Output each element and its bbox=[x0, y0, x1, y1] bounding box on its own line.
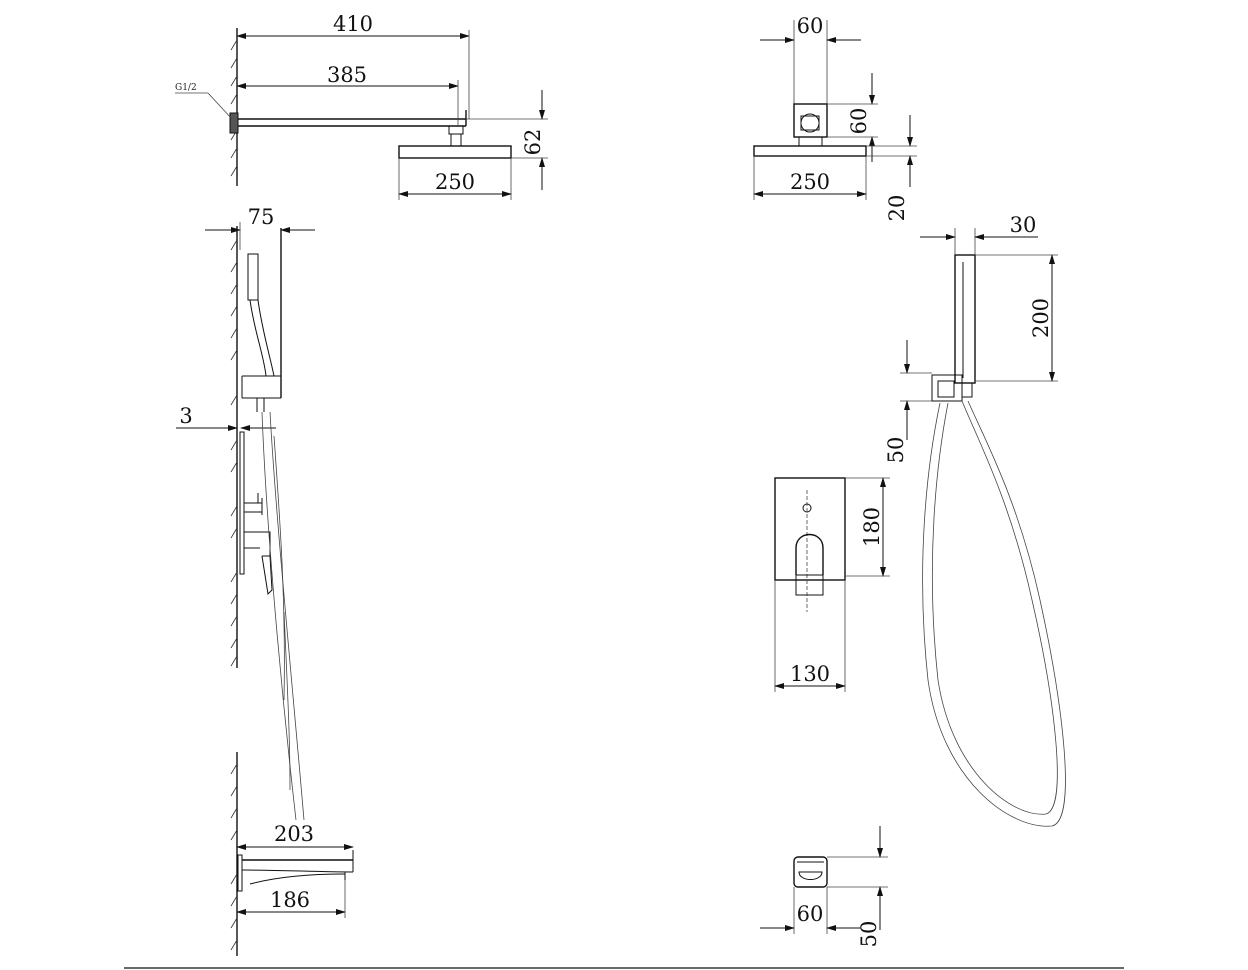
dim-label-180: 180 bbox=[860, 507, 884, 547]
dim-label-203: 203 bbox=[274, 822, 314, 846]
dim-label-410: 410 bbox=[333, 12, 373, 36]
dim-wall-gap: 3 bbox=[176, 404, 276, 431]
dim-head-thickness: 20 bbox=[866, 115, 917, 221]
dim-holder-width: 30 bbox=[920, 213, 1038, 240]
thread-label: G1/2 bbox=[175, 83, 197, 93]
dim-label-62: 62 bbox=[521, 129, 545, 156]
dim-holder-height: 200 bbox=[975, 254, 1058, 382]
hose-side-view bbox=[261, 411, 305, 821]
dim-label-250-side: 250 bbox=[435, 170, 475, 194]
dim-plate-height: 180 bbox=[845, 477, 890, 577]
dim-head-width-side: 250 bbox=[398, 158, 512, 200]
dim-label-50-spout: 50 bbox=[857, 921, 881, 948]
dim-spout-outlet: 186 bbox=[236, 880, 346, 918]
dim-label-186: 186 bbox=[270, 888, 310, 912]
dim-spout-width: 60 bbox=[760, 902, 861, 931]
dim-label-200: 200 bbox=[1029, 298, 1053, 338]
dim-label-385: 385 bbox=[327, 63, 367, 87]
dim-head-width-front: 250 bbox=[753, 156, 867, 200]
dim-spout-height: 50 bbox=[827, 826, 888, 947]
hose-loop bbox=[922, 400, 1066, 827]
dim-plate-width: 130 bbox=[774, 662, 846, 689]
wall-bottom-left bbox=[230, 752, 238, 956]
wall-middle-left bbox=[230, 226, 238, 668]
dim-label-60-side: 60 bbox=[847, 108, 871, 135]
dim-label-60-spout: 60 bbox=[797, 902, 824, 926]
dim-arm-total: 410 bbox=[236, 12, 470, 119]
dim-spout-length: 203 bbox=[236, 822, 354, 850]
dim-label-30: 30 bbox=[1010, 213, 1037, 237]
mixer-side-view bbox=[239, 431, 273, 596]
spout-side-view bbox=[237, 850, 354, 892]
dim-label-50-elbow: 50 bbox=[884, 437, 908, 464]
dim-head-height: 62 bbox=[466, 90, 548, 190]
dim-label-20: 20 bbox=[885, 195, 909, 222]
wall-top-left bbox=[230, 28, 238, 186]
thread-callout: G1/2 bbox=[175, 83, 233, 120]
mixer-plate-front-view bbox=[774, 477, 846, 692]
dim-connector-height: 60 bbox=[827, 73, 878, 162]
dim-label-60-top: 60 bbox=[797, 14, 824, 38]
dim-arm-inner: 385 bbox=[236, 63, 459, 126]
dim-connector-width: 60 bbox=[760, 14, 861, 43]
dim-label-130: 130 bbox=[790, 662, 830, 686]
dim-label-75: 75 bbox=[248, 205, 275, 229]
holder-front-view bbox=[931, 228, 976, 402]
shower-arm-side-view bbox=[229, 110, 512, 159]
dim-label-250-front: 250 bbox=[790, 170, 830, 194]
hand-shower-side-view bbox=[241, 228, 282, 412]
dim-holder-projection: 75 bbox=[205, 205, 315, 250]
dim-elbow-height: 50 bbox=[884, 340, 932, 463]
dim-label-3: 3 bbox=[179, 404, 192, 428]
shower-head-front-view bbox=[753, 20, 867, 157]
